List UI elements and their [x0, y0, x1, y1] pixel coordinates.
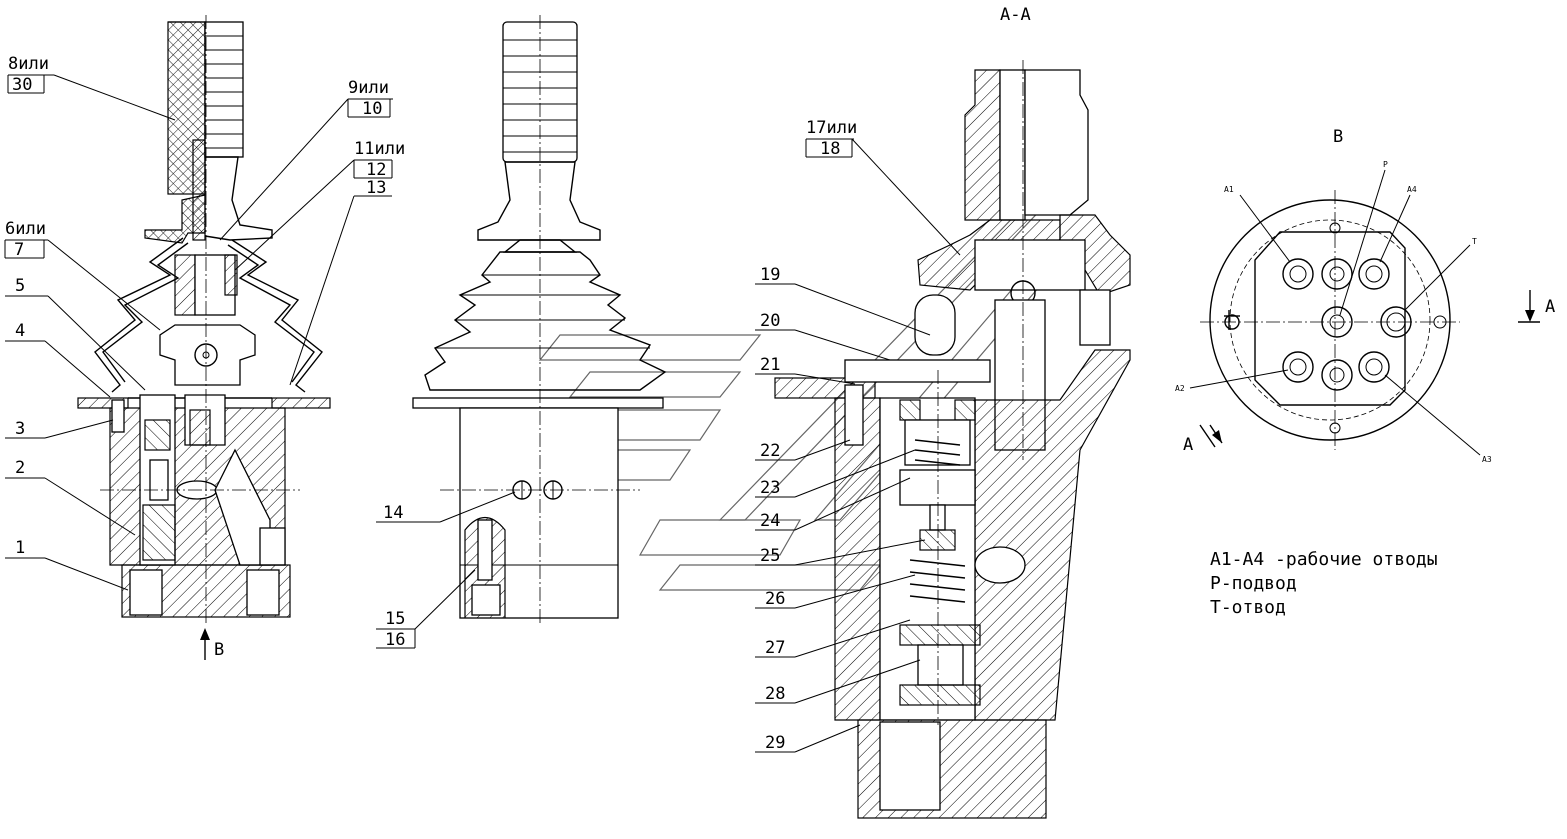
arrow-b-label: В: [214, 640, 224, 660]
callout-29: 29: [765, 733, 785, 753]
callout-21: 21: [760, 355, 780, 375]
callout-30: 30: [12, 75, 32, 95]
callout-4: 4: [15, 321, 25, 341]
callout-18: 18: [820, 139, 840, 159]
callout-17: 17или: [806, 118, 857, 138]
callout-19: 19: [760, 265, 780, 285]
legend-line-2: Р-подвод: [1210, 573, 1297, 594]
callout-3: 3: [15, 419, 25, 439]
callout-10: 10: [362, 99, 382, 119]
right-callouts: 17или 18 19 20 21 22 23 24 25 26 27 28 2…: [755, 118, 961, 753]
callout-16: 16: [385, 630, 405, 650]
callout-9: 9или: [348, 78, 389, 98]
port-label-a4: А4: [1407, 185, 1417, 194]
port-label-p: Р: [1383, 160, 1388, 169]
callout-25: 25: [760, 546, 780, 566]
section-title: А-А: [1000, 5, 1031, 25]
callout-24: 24: [760, 511, 780, 531]
port-label-a1: А1: [1224, 185, 1234, 194]
callout-28: 28: [765, 684, 785, 704]
arrow-a-right-label: А: [1545, 297, 1555, 317]
callout-5: 5: [15, 276, 25, 296]
port-label-t: Т: [1472, 237, 1477, 246]
view-b-title: В: [1333, 127, 1343, 147]
legend-line-1: А1-А4 -рабочие отводы: [1210, 549, 1438, 570]
middle-exterior-view: [412, 15, 667, 625]
arrow-a-left-label: А: [1183, 435, 1193, 455]
callout-14: 14: [383, 503, 403, 523]
callout-15: 15: [385, 609, 405, 629]
middle-callouts: 14 15 16: [376, 491, 516, 650]
callout-7: 7: [14, 240, 24, 260]
callout-8: 8или: [8, 54, 49, 74]
callout-27: 27: [765, 638, 785, 658]
callout-20: 20: [760, 311, 780, 331]
callout-11: 11или: [354, 139, 405, 159]
port-label-a3: А3: [1482, 455, 1492, 464]
callout-23: 23: [760, 478, 780, 498]
callout-6: 6или: [5, 219, 46, 239]
view-b-ports: В А1 Р А4 Т А2 А3: [1175, 127, 1555, 464]
legend-line-3: Т-отвод: [1210, 597, 1286, 618]
callout-22: 22: [760, 441, 780, 461]
left-callouts: 8или 30 9или 10 11или 12 13 6или 7 5 4 3…: [4, 54, 405, 660]
section-a-a-view: А-А: [774, 5, 1131, 819]
ports-legend: А1-А4 -рабочие отводы Р-подвод Т-отвод: [1210, 549, 1438, 618]
callout-13: 13: [366, 178, 386, 198]
callout-12: 12: [366, 160, 386, 180]
left-section-view: [77, 15, 331, 660]
port-label-a2: А2: [1175, 384, 1185, 393]
callout-26: 26: [765, 589, 785, 609]
callout-1: 1: [15, 538, 25, 558]
callout-2: 2: [15, 458, 25, 478]
